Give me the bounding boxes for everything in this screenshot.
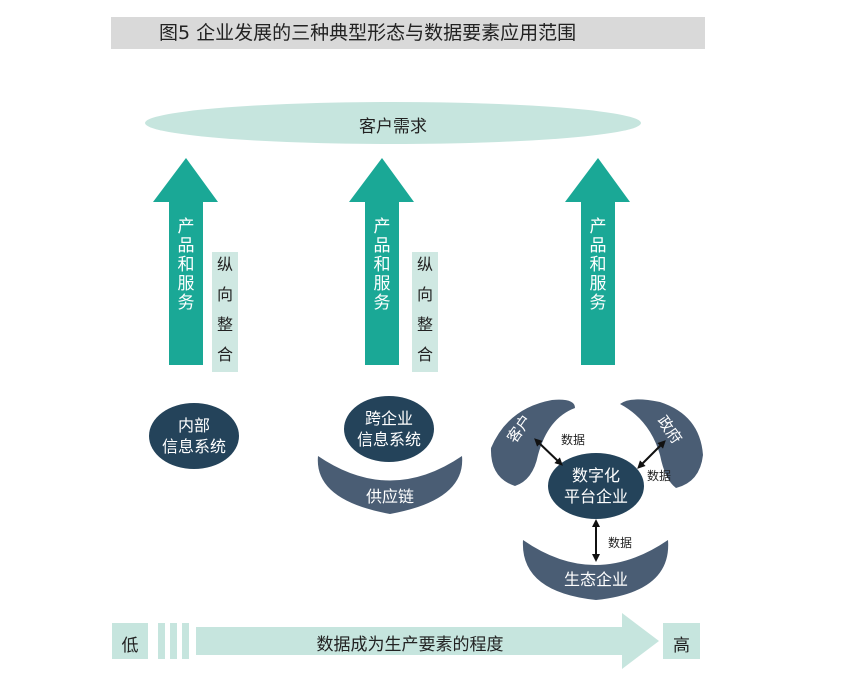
ecosystem-arc	[522, 540, 669, 600]
product-arrow-2	[349, 158, 414, 365]
scale-label: 数据成为生产要素的程度	[316, 635, 504, 655]
scale-high-box	[663, 623, 700, 659]
data-label-government: 数据	[646, 469, 671, 483]
supply-chain-arc	[317, 456, 463, 514]
cross-enterprise-ellipse	[344, 396, 434, 462]
internal-system-label: 内部 信息系统	[161, 416, 226, 456]
customer-demand-ellipse	[145, 102, 641, 144]
vertical-integration-char: 向	[216, 285, 233, 304]
vertical-integration-char: 向	[416, 285, 433, 304]
product-service-label-2: 产品和服务	[373, 217, 391, 313]
scale-stripe-2	[170, 623, 177, 659]
platform-enterprise-ellipse	[548, 453, 644, 519]
vertical-integration-box-2: 纵向整合	[412, 252, 438, 372]
scale-high-label: 高	[673, 636, 690, 656]
vertical-integration-char: 整	[216, 315, 233, 334]
internal-system-ellipse	[149, 403, 239, 469]
scale-stripe-3	[182, 623, 189, 659]
scale-low-label: 低	[121, 636, 139, 656]
vertical-integration-char: 合	[416, 345, 433, 364]
data-arrow-government	[637, 440, 666, 469]
vertical-integration-char: 整	[416, 315, 433, 334]
platform-enterprise-label: 数字化 平台企业	[563, 466, 628, 506]
product-service-label-3: 产品和服务	[589, 217, 607, 313]
product-arrow-1	[153, 158, 218, 365]
vertical-integration-box-1: 纵向整合	[212, 252, 238, 372]
scale-stripe-1	[158, 623, 165, 659]
ecosystem-label: 生态企业	[563, 570, 628, 589]
scale-arrow	[196, 613, 659, 669]
customer-arc	[490, 399, 575, 486]
cross-enterprise-label: 跨企业 信息系统	[356, 409, 421, 449]
data-label-customer: 数据	[560, 433, 585, 447]
supply-chain-label: 供应链	[365, 487, 414, 506]
scale-low-box	[112, 623, 148, 659]
customer-demand-label: 客户需求	[359, 117, 427, 137]
vertical-integration-char: 纵	[216, 255, 233, 274]
figure-title: 图5 企业发展的三种典型形态与数据要素应用范围	[111, 17, 705, 49]
product-arrow-3	[565, 158, 630, 365]
vertical-integration-char: 纵	[416, 255, 433, 274]
product-service-label-1: 产品和服务	[177, 217, 195, 313]
vertical-integration-char: 合	[216, 345, 233, 364]
data-arrow-customer	[534, 438, 563, 466]
data-label-ecosystem: 数据	[607, 536, 632, 550]
